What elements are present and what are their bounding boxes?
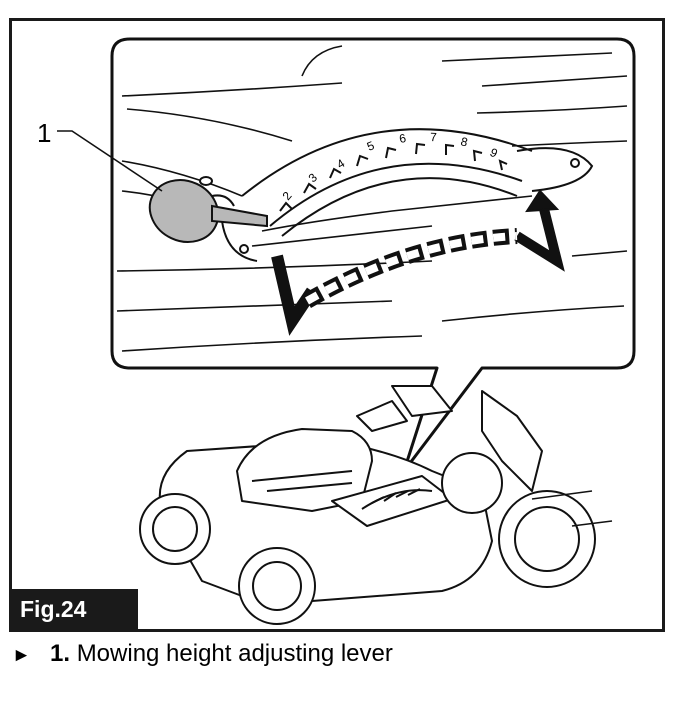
caption-text: Mowing height adjusting lever xyxy=(76,640,393,667)
dial-tick-5: 5 xyxy=(365,138,377,154)
figure-label: Fig.24 xyxy=(12,589,138,629)
dial-tick-6: 6 xyxy=(398,131,407,146)
lawn-mower-body xyxy=(158,385,543,602)
callout-leader xyxy=(57,130,163,192)
callout-number: 1 xyxy=(37,118,51,148)
adjustment-direction-arrow xyxy=(271,189,565,336)
figure-frame: 2 3 4 5 6 7 8 9 1 xyxy=(9,18,665,632)
dial-tick-7: 7 xyxy=(430,130,437,144)
caption-number: 1. xyxy=(50,640,71,667)
adjusting-lever-knob xyxy=(148,176,268,243)
caption-bullet: ► xyxy=(12,645,31,666)
figure-caption: ► 1. Mowing height adjusting lever xyxy=(12,640,393,668)
ground-line xyxy=(531,490,613,527)
mower-wheels xyxy=(139,452,596,625)
dial-tick-8: 8 xyxy=(459,134,469,149)
lawn-mower-illustration: 2 3 4 5 6 7 8 9 1 xyxy=(37,37,636,625)
height-adjust-dial xyxy=(221,128,594,262)
